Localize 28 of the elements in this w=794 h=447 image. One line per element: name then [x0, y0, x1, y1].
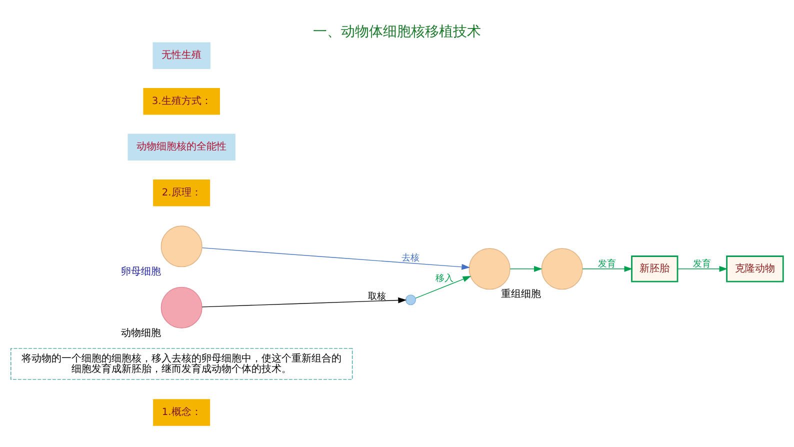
edge-label: 取核 [368, 292, 386, 302]
edge-label: 移入 [436, 274, 454, 284]
node-box: 无性生殖 [152, 42, 210, 69]
arrow [677, 266, 728, 272]
node-circle [160, 226, 202, 268]
arrow [202, 247, 470, 270]
node-box: 新胚胎 [631, 256, 678, 282]
node-box: 将动物的一个细胞的细胞核，移入去核的卵母细胞中，使这个重新组合的细胞发育成新胚胎，继而发育成动物个体的技术。 [10, 348, 353, 380]
diagram-title: 一、动物体细胞核移植技术 [313, 24, 481, 40]
node-label: 重组细胞 [501, 289, 542, 300]
edge-label: 发育 [693, 259, 712, 270]
node-box: 2.原理： [153, 180, 210, 206]
node-box: 3.生殖方式： [143, 88, 220, 115]
edge-label: 发育 [598, 259, 616, 270]
arrow [202, 297, 407, 308]
arrow [582, 266, 633, 272]
node-circle [468, 248, 510, 290]
node-label: 卵母细胞 [120, 266, 161, 278]
node-box: 1.概念： [153, 399, 210, 426]
node-label: 动物细胞 [120, 328, 161, 339]
node-circle [160, 286, 202, 328]
node-box: 克隆动物 [726, 256, 784, 282]
arrow [510, 266, 542, 272]
arrow [415, 276, 472, 299]
edge-label: 去核 [402, 254, 420, 264]
node-circle [405, 294, 416, 306]
node-box: 动物细胞核的全能性 [128, 134, 236, 160]
node-circle [541, 248, 583, 290]
